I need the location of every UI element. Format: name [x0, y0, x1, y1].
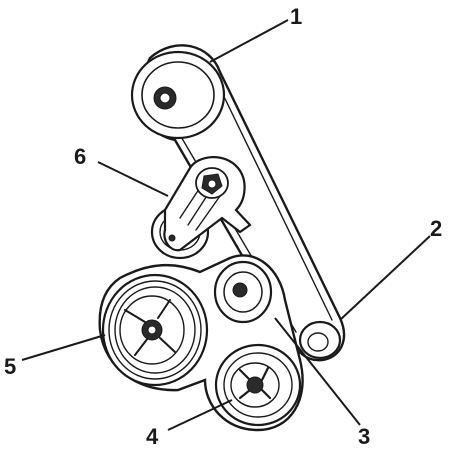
- callout-2: 2: [339, 216, 442, 321]
- callout-6: 6: [74, 144, 169, 197]
- belt-tensioner: [150, 156, 252, 260]
- callout-5: 5: [4, 334, 106, 379]
- callout-label-3: 3: [358, 424, 370, 449]
- callout-4: 4: [146, 399, 233, 449]
- lower-right-idler-pulley: [298, 320, 342, 360]
- pulley-5-large: [101, 273, 209, 387]
- pulley-3: [213, 260, 273, 324]
- callout-label-2: 2: [430, 216, 442, 241]
- callout-1: 1: [209, 4, 302, 63]
- callout-label-4: 4: [146, 424, 159, 449]
- callout-label-5: 5: [4, 354, 16, 379]
- pulley-4: [214, 343, 302, 427]
- callout-3: 3: [274, 317, 370, 449]
- callout-label-6: 6: [74, 144, 86, 169]
- callout-label-1: 1: [290, 4, 302, 29]
- top-pulley: [130, 50, 226, 140]
